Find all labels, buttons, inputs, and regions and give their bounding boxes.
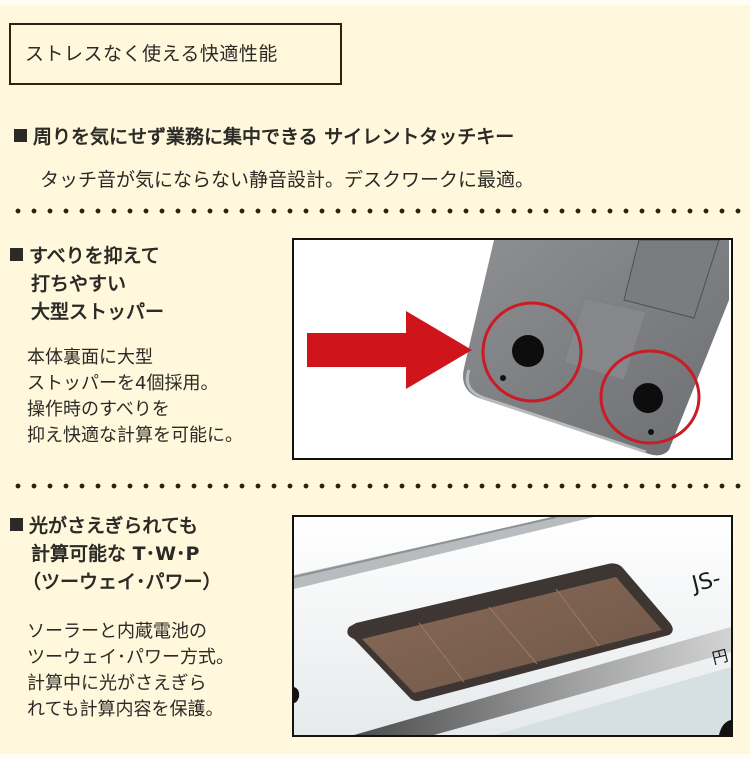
stopper-2: [633, 383, 663, 413]
arrow-right-icon: [307, 311, 472, 389]
heading-line: 計算可能な T･W･P: [31, 543, 200, 565]
yen-key-label: 円: [710, 646, 730, 668]
heading-line: 打ちやすい: [31, 273, 127, 295]
calculator-solar-panel-illustration: JS- 円: [294, 517, 731, 735]
section-title-box: ストレスなく使える快適性能: [9, 23, 342, 85]
heading-line: 光がさえぎられても: [29, 515, 198, 537]
feature-stopper-body: 本体裏面に大型 ストッパーを4個採用。 操作時のすべりを 抑え快適な計算を可能に…: [27, 345, 243, 449]
feature-twp-heading: 光がさえぎられても 計算可能な T･W･P （ツーウェイ･パワー）: [10, 512, 222, 596]
stopper-1: [512, 335, 544, 367]
dotted-divider: [10, 483, 750, 489]
body-line: 計算中に光がさえぎら: [27, 673, 207, 694]
square-bullet-icon: [10, 248, 23, 261]
highlight-circle-icon: [599, 349, 701, 445]
square-bullet-icon: [10, 518, 23, 531]
stopper-photo: [292, 238, 733, 460]
feature-twp-body: ソーラーと内蔵電池の ツーウェイ･パワー方式。 計算中に光がさえぎら れても計算…: [27, 619, 234, 723]
dotted-divider: [10, 208, 750, 214]
body-line: ツーウェイ･パワー方式。: [27, 647, 234, 668]
heading-line: すべりを抑えて: [29, 245, 160, 267]
body-line: 本体裏面に大型: [27, 347, 153, 368]
body-line: ソーラーと内蔵電池の: [27, 621, 207, 642]
heading-line: 大型ストッパー: [31, 301, 165, 323]
feature-silent-heading-text: 周りを気にせず業務に集中できる サイレントタッチキー: [33, 126, 515, 148]
square-bullet-icon: [14, 129, 27, 142]
solar-panel-photo: JS- 円: [292, 515, 733, 737]
feature-silent-heading: 周りを気にせず業務に集中できる サイレントタッチキー: [14, 122, 514, 149]
body-line: ストッパーを4個採用。: [27, 373, 219, 394]
body-line: れても計算内容を保護。: [27, 699, 224, 720]
body-line: 抑え快適な計算を可能に。: [27, 425, 243, 446]
body-line: 操作時のすべりを: [27, 399, 170, 420]
highlight-circle-icon: [481, 301, 583, 403]
feature-stopper-heading: すべりを抑えて 打ちやすい 大型ストッパー: [10, 242, 164, 326]
heading-line: （ツーウェイ･パワー）: [22, 571, 222, 593]
section-title: ストレスなく使える快適性能: [25, 43, 278, 65]
feature-silent-description: タッチ音が気にならない静音設計。デスクワークに最適。: [40, 169, 535, 191]
page-panel: ストレスなく使える快適性能 周りを気にせず業務に集中できる サイレントタッチキー…: [0, 5, 750, 754]
calculator-underside-illustration: [307, 240, 729, 456]
